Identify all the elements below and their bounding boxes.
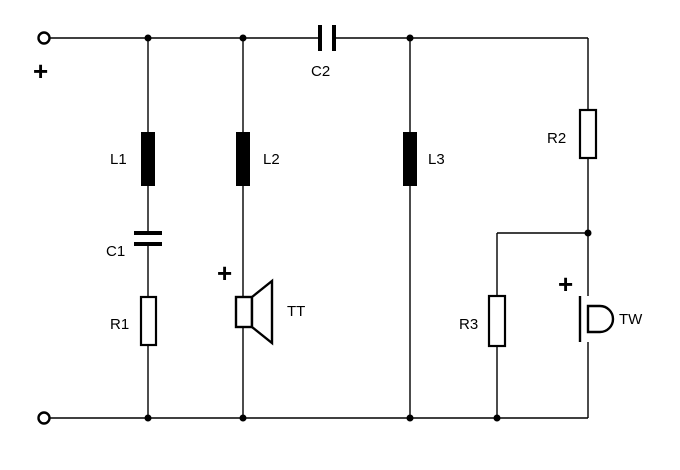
l2-label: L2 [263, 151, 280, 168]
positive-terminal-label: + [33, 56, 48, 86]
tt-label: TT [287, 303, 305, 320]
l1-inductor [141, 132, 155, 186]
r3-label: R3 [459, 316, 478, 333]
tt-polarity-label: + [217, 258, 232, 288]
tw-dome [586, 304, 615, 334]
junction-dot-bottom-4 [493, 414, 501, 422]
r1-resistor [139, 295, 158, 347]
junction-dot-top-3 [406, 34, 414, 42]
r1-label: R1 [110, 316, 129, 333]
junction-dot-bottom-2 [239, 414, 247, 422]
l3-inductor [403, 132, 417, 186]
tt-speaker-cone [250, 278, 274, 346]
junction-dot-right-node [584, 229, 592, 237]
c2-label: C2 [311, 63, 330, 80]
negative-terminal [37, 411, 51, 425]
junction-dot-top-2 [239, 34, 247, 42]
tw-label: TW [619, 311, 643, 328]
r3-resistor [487, 294, 507, 348]
c1-label: C1 [106, 243, 125, 260]
r2-resistor [578, 108, 598, 160]
junction-dot-bottom-1 [144, 414, 152, 422]
r2-label: R2 [547, 130, 566, 147]
l1-label: L1 [110, 151, 127, 168]
junction-dot-top-1 [144, 34, 152, 42]
l2-inductor [236, 132, 250, 186]
positive-terminal [37, 31, 51, 45]
tw-polarity-label: + [558, 269, 573, 299]
tt-speaker-magnet [234, 295, 254, 329]
l3-label: L3 [428, 151, 445, 168]
junction-dot-bottom-3 [406, 414, 414, 422]
